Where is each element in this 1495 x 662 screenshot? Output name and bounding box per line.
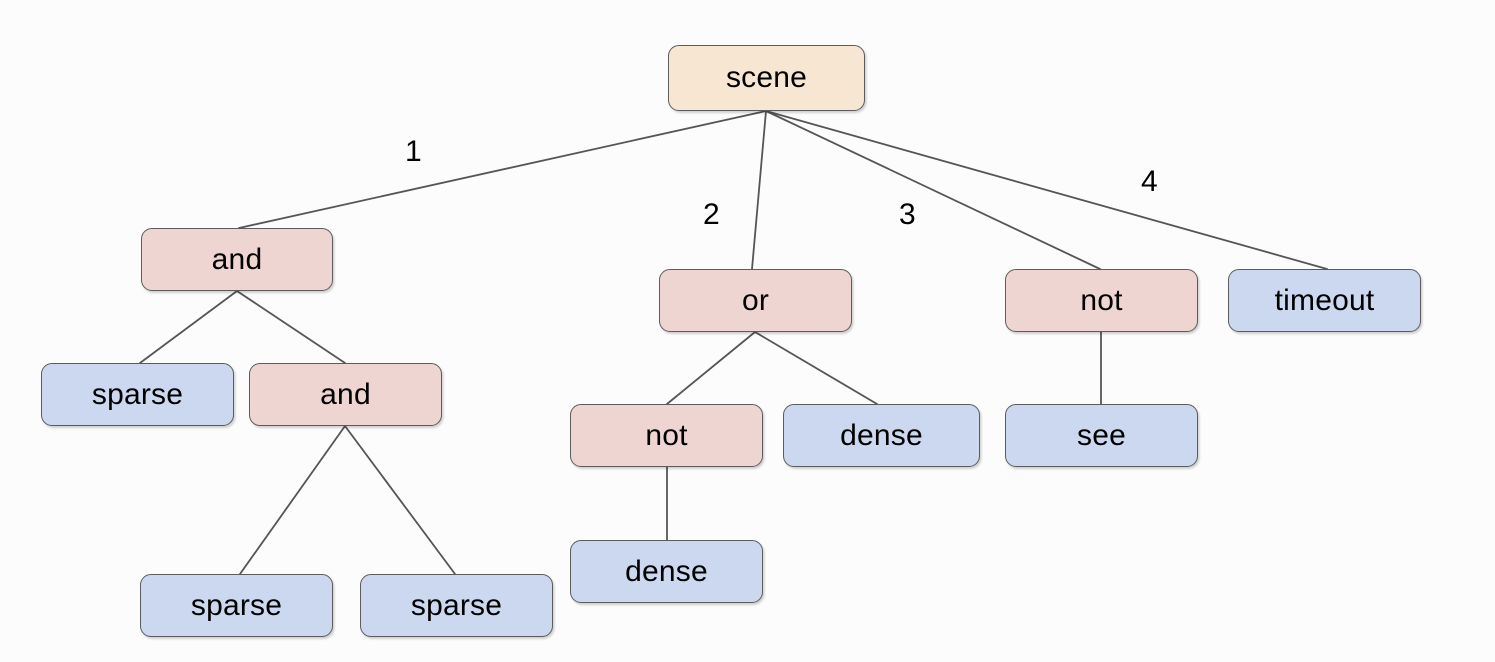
tree-node-label: and bbox=[320, 377, 371, 411]
edge-label-1: 1 bbox=[405, 135, 422, 168]
tree-edge bbox=[139, 290, 238, 364]
tree-edge bbox=[344, 425, 456, 575]
tree-edge bbox=[239, 425, 346, 575]
tree-edge bbox=[765, 110, 1328, 270]
tree-node-not1[interactable]: not bbox=[1005, 269, 1198, 332]
tree-node-label: dense bbox=[625, 554, 708, 588]
tree-node-label: sparse bbox=[190, 588, 283, 622]
tree-node-label: sparse bbox=[91, 377, 184, 411]
tree-edge bbox=[751, 110, 767, 270]
tree-node-sparse3[interactable]: sparse bbox=[360, 574, 553, 637]
tree-edge bbox=[765, 110, 1101, 270]
tree-node-and1[interactable]: and bbox=[141, 228, 333, 291]
tree-edge bbox=[666, 331, 756, 405]
tree-node-see[interactable]: see bbox=[1005, 404, 1198, 467]
tree-node-label: scene bbox=[725, 61, 808, 94]
tree-node-label: see bbox=[1077, 418, 1126, 452]
tree-node-dense2[interactable]: dense bbox=[570, 540, 763, 603]
edge-label-4: 4 bbox=[1141, 165, 1158, 198]
tree-node-and2[interactable]: and bbox=[249, 363, 442, 426]
tree-node-label: timeout bbox=[1274, 283, 1375, 317]
tree-node-label: not bbox=[645, 418, 688, 452]
tree-edge bbox=[754, 331, 878, 405]
tree-edge bbox=[238, 110, 767, 229]
tree-node-or1[interactable]: or bbox=[659, 269, 852, 332]
edge-label-2: 2 bbox=[703, 198, 720, 231]
tree-node-label: or bbox=[741, 283, 770, 317]
tree-node-label: not bbox=[1080, 283, 1123, 317]
tree-node-label: and bbox=[211, 242, 263, 276]
tree-node-timeout[interactable]: timeout bbox=[1228, 269, 1421, 332]
tree-node-scene[interactable]: scene bbox=[668, 45, 865, 111]
tree-edge bbox=[236, 290, 346, 364]
tree-node-dense1[interactable]: dense bbox=[783, 404, 980, 467]
tree-node-sparse1[interactable]: sparse bbox=[41, 363, 234, 426]
edge-label-3: 3 bbox=[899, 198, 916, 231]
tree-node-label: dense bbox=[840, 418, 923, 452]
tree-node-not2[interactable]: not bbox=[570, 404, 763, 467]
tree-node-sparse2[interactable]: sparse bbox=[140, 574, 333, 637]
tree-node-label: sparse bbox=[410, 588, 503, 622]
